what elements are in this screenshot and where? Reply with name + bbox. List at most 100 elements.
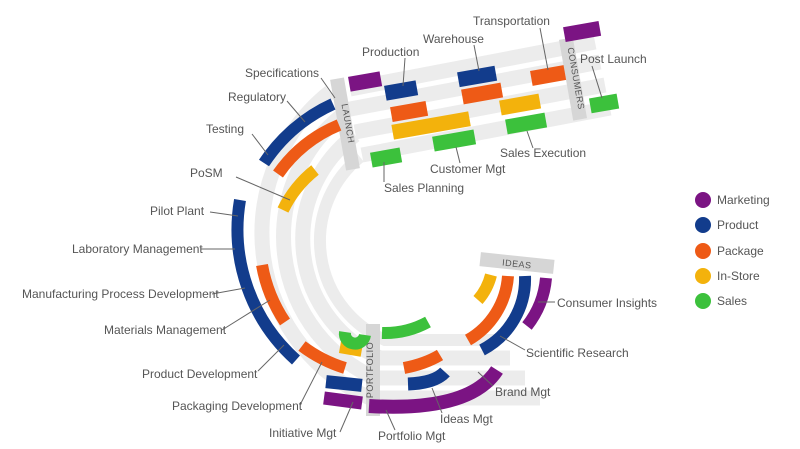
leader-sales-execution (526, 130, 534, 149)
label-consumer-insights: Consumer Insights (557, 296, 657, 310)
ideas-stage-label: IDEAS (502, 257, 532, 270)
label-regulatory: Regulatory (228, 90, 286, 104)
legend-label-product: Product (717, 218, 759, 232)
legend-label-package: Package (717, 244, 764, 258)
bar-transportation (530, 65, 567, 86)
leader-ideas-mgt (431, 387, 443, 414)
track-middle (276, 107, 525, 386)
bar-pilot-plant (231, 198, 300, 365)
legend-label-sales: Sales (717, 294, 747, 308)
bar-materials (256, 263, 291, 326)
bar-customer-mgt (432, 129, 477, 152)
label-customer-mgt: Customer Mgt (430, 162, 506, 176)
ideas-tab (479, 252, 555, 274)
bar-packaging-dev (325, 375, 363, 392)
label-posm: PoSM (190, 166, 223, 180)
label-transportation: Transportation (473, 14, 550, 28)
legend-dot-in-store (695, 268, 711, 284)
bar-brand-package (464, 275, 514, 346)
bar-regulatory (273, 119, 342, 178)
leader-scientific (499, 335, 526, 351)
bar-initiative (323, 391, 363, 410)
portfolio-tab (366, 324, 380, 416)
legend-label-in-store: In-Store (717, 269, 760, 283)
bar-ideas-instore (473, 273, 497, 304)
leader-pilot-plant (209, 211, 239, 217)
label-post-launch: Post Launch (580, 52, 647, 66)
label-warehouse: Warehouse (423, 32, 484, 46)
leader-packaging-dev (299, 361, 323, 406)
bar-launch-marketing (348, 71, 383, 92)
legend-dot-product (695, 217, 711, 233)
leader-lines (201, 27, 603, 433)
legend-dot-sales (695, 293, 711, 309)
bar-consumer-insights (522, 277, 552, 330)
label-sales-planning: Sales Planning (384, 181, 464, 195)
leader-regulatory (286, 100, 306, 123)
leader-transportation (539, 27, 549, 71)
bar-scientific-research (479, 275, 532, 356)
bar-portfolio-sales-left (338, 331, 371, 350)
process-bars (231, 20, 620, 414)
legend-dot-package (695, 243, 711, 259)
label-ideas-mgt: Ideas Mgt (440, 412, 493, 426)
label-laboratory-management: Laboratory Management (72, 242, 203, 256)
leader-posm (235, 176, 291, 201)
label-product-development: Product Development (142, 367, 258, 381)
track-launch-4 (360, 100, 612, 163)
bar-ideas-mgt (407, 367, 450, 391)
leader-materials (221, 299, 271, 331)
bar-launch-package-1 (390, 100, 429, 123)
track-innermost (314, 152, 495, 346)
bar-post-launch-sales (588, 93, 620, 114)
process-labels: Transportation Production Warehouse Post… (22, 14, 657, 443)
background-tracks (254, 34, 612, 406)
leader-warehouse (473, 44, 480, 72)
legend-dot-marketing (695, 192, 711, 208)
bar-warehouse (457, 65, 498, 88)
bar-ideas-package (402, 349, 444, 374)
label-pilot-plant: Pilot Plant (150, 204, 205, 218)
bar-sales-execution (505, 112, 548, 135)
bar-production (384, 80, 419, 101)
bar-posm (277, 165, 319, 213)
label-brand-mgt: Brand Mgt (495, 385, 551, 399)
label-materials-management: Materials Management (104, 323, 227, 337)
label-initiative-mgt: Initiative Mgt (269, 426, 337, 440)
legend-label-marketing: Marketing (717, 193, 770, 207)
leader-initiative (339, 401, 354, 433)
launch-tab (330, 77, 360, 171)
bar-launch-package-2 (461, 82, 504, 105)
track-launch-1 (348, 34, 597, 97)
bar-product-dev (298, 341, 347, 374)
label-production: Production (362, 45, 419, 59)
leader-specifications (320, 77, 336, 99)
label-manufacturing-process-development: Manufacturing Process Development (22, 287, 219, 301)
portfolio-stage-label: PORTFOLIO (365, 342, 375, 398)
leader-customer-mgt (455, 146, 461, 164)
leader-post-launch (591, 65, 603, 99)
leader-brand-mgt (477, 371, 494, 387)
bar-portfolio-sales-right (381, 316, 431, 340)
leader-production (402, 57, 406, 87)
label-testing: Testing (206, 122, 244, 136)
legend: Marketing Product Package In-Store Sales (695, 192, 770, 309)
bar-specifications (258, 98, 336, 167)
bar-launch-instore-2 (499, 93, 542, 116)
label-packaging-development: Packaging Development (172, 399, 303, 413)
bar-post-launch-marketing (563, 20, 602, 43)
consumers-tab (558, 37, 588, 121)
leader-manufacturing (211, 287, 246, 295)
label-portfolio-mgt: Portfolio Mgt (378, 429, 446, 443)
bar-portfolio-mgt (368, 365, 503, 414)
label-sales-execution: Sales Execution (500, 146, 586, 160)
bar-sales-planning (370, 147, 403, 168)
leader-testing (251, 133, 269, 156)
leader-product-dev (257, 344, 285, 372)
leader-portfolio-mgt (385, 409, 396, 431)
label-scientific-research: Scientific Research (526, 346, 629, 360)
label-specifications: Specifications (245, 66, 319, 80)
bar-launch-instore-1 (391, 111, 471, 140)
